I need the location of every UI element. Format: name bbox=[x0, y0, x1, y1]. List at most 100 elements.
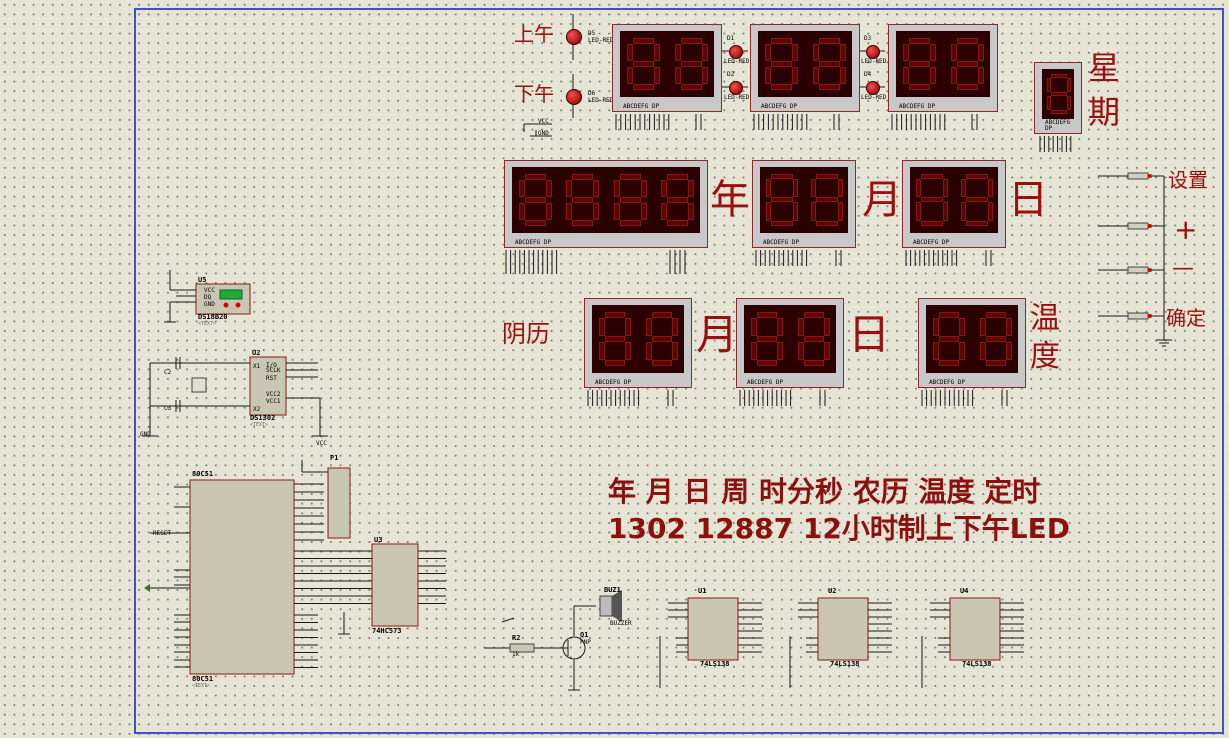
button-dot bbox=[1148, 268, 1152, 272]
segment bbox=[524, 220, 546, 227]
segment bbox=[840, 66, 847, 85]
segment bbox=[667, 196, 689, 203]
led-d3 bbox=[866, 45, 880, 59]
display-panel bbox=[744, 305, 836, 373]
segment bbox=[518, 202, 525, 221]
led-d2-value: LED-RED bbox=[724, 94, 750, 101]
led-d6-value: LED-RED bbox=[588, 97, 614, 104]
decoder-2-value: 74LS138 bbox=[830, 660, 860, 668]
reset-label: RESET bbox=[153, 530, 172, 537]
display-pin-label: ABCDEFG DP bbox=[929, 379, 966, 386]
segment bbox=[956, 60, 979, 67]
segment bbox=[797, 317, 804, 336]
seven-segment-digit bbox=[626, 37, 661, 91]
segment bbox=[792, 43, 799, 61]
resistor-body bbox=[509, 643, 535, 653]
segment bbox=[518, 179, 525, 197]
segment bbox=[756, 335, 778, 342]
segment bbox=[598, 341, 605, 361]
segment bbox=[613, 179, 620, 197]
segment bbox=[764, 43, 771, 61]
segment bbox=[803, 335, 825, 342]
segment bbox=[959, 341, 966, 361]
segment bbox=[619, 173, 641, 180]
segment bbox=[824, 317, 831, 336]
sensor-text-placeholder: <TEXT> bbox=[198, 321, 217, 327]
segment bbox=[1006, 317, 1013, 336]
segment bbox=[702, 66, 709, 85]
segment bbox=[651, 335, 673, 342]
segment bbox=[619, 196, 641, 203]
seven-segment-digit bbox=[812, 37, 847, 91]
gnd-label: GND bbox=[140, 431, 151, 438]
segment bbox=[921, 197, 943, 203]
seven-segment-digit bbox=[764, 37, 799, 91]
display-year: ABCDEFG DP bbox=[504, 160, 708, 248]
led-d1-ref: D1 bbox=[727, 35, 735, 42]
segment bbox=[816, 173, 838, 179]
segment bbox=[661, 179, 668, 197]
sensor-reading: 27.0 bbox=[225, 291, 240, 298]
label-lunar: 阴历 bbox=[502, 320, 550, 348]
decoder-2-body bbox=[949, 597, 1001, 661]
label-year: 年 bbox=[710, 177, 750, 223]
display-month: ABCDEFG DP bbox=[752, 160, 856, 248]
seven-segment-digit bbox=[902, 37, 937, 91]
led-d3-ref: D3 bbox=[864, 35, 872, 42]
button-3 bbox=[1127, 312, 1149, 320]
segment bbox=[626, 43, 633, 61]
transistor-ref: Q1 bbox=[580, 631, 589, 639]
latch-value: 74HC573 bbox=[372, 627, 402, 635]
ea-arrow bbox=[144, 584, 150, 592]
segment bbox=[1050, 74, 1067, 78]
segment bbox=[942, 202, 948, 222]
display-day: ABCDEFG DP bbox=[902, 160, 1006, 248]
led-d1-value: LED-RED bbox=[724, 58, 750, 65]
segment bbox=[978, 43, 985, 61]
led-d5-ref: D5 bbox=[588, 30, 596, 37]
gnd-label-top: GND bbox=[538, 130, 549, 137]
display-pin-label: ABCDEFG DP bbox=[761, 103, 798, 110]
button-dot bbox=[1148, 224, 1152, 228]
seven-segment-digit bbox=[518, 173, 552, 227]
segment bbox=[640, 202, 647, 221]
seven-segment-digit bbox=[613, 173, 647, 227]
display-panel bbox=[926, 305, 1018, 373]
segment bbox=[950, 66, 957, 85]
segment bbox=[966, 173, 988, 179]
segment bbox=[750, 341, 757, 361]
segment bbox=[764, 66, 771, 85]
segment bbox=[770, 84, 793, 91]
segment bbox=[956, 37, 979, 44]
segment bbox=[930, 66, 937, 85]
segment bbox=[966, 197, 988, 203]
segment bbox=[959, 317, 966, 336]
segment bbox=[1046, 78, 1051, 92]
seven-segment-digit bbox=[750, 311, 784, 367]
rtc-pin-vcc2: VCC2 bbox=[266, 391, 281, 398]
seven-segment-digit bbox=[950, 37, 985, 91]
seven-segment-digit bbox=[932, 311, 966, 367]
segment bbox=[792, 202, 798, 222]
display-panel bbox=[620, 31, 714, 97]
seven-segment-digit bbox=[661, 173, 695, 227]
segment bbox=[645, 341, 652, 361]
seven-segment-digit bbox=[566, 173, 600, 227]
led-d1 bbox=[729, 45, 743, 59]
latch-body bbox=[371, 543, 419, 627]
segment bbox=[1006, 341, 1013, 361]
segment bbox=[803, 360, 825, 367]
segment bbox=[524, 173, 546, 180]
segment bbox=[688, 179, 695, 197]
segment bbox=[921, 221, 943, 227]
led-d6-ref: D6 bbox=[588, 90, 596, 97]
segment bbox=[816, 197, 838, 203]
sensor-ref: U5 bbox=[198, 276, 207, 284]
segment bbox=[756, 311, 778, 318]
display-hour: ABCDEFG DP bbox=[612, 24, 722, 112]
segment bbox=[803, 311, 825, 318]
segment bbox=[979, 317, 986, 336]
segment bbox=[654, 43, 661, 61]
segment bbox=[916, 178, 922, 198]
segment bbox=[1046, 96, 1051, 110]
